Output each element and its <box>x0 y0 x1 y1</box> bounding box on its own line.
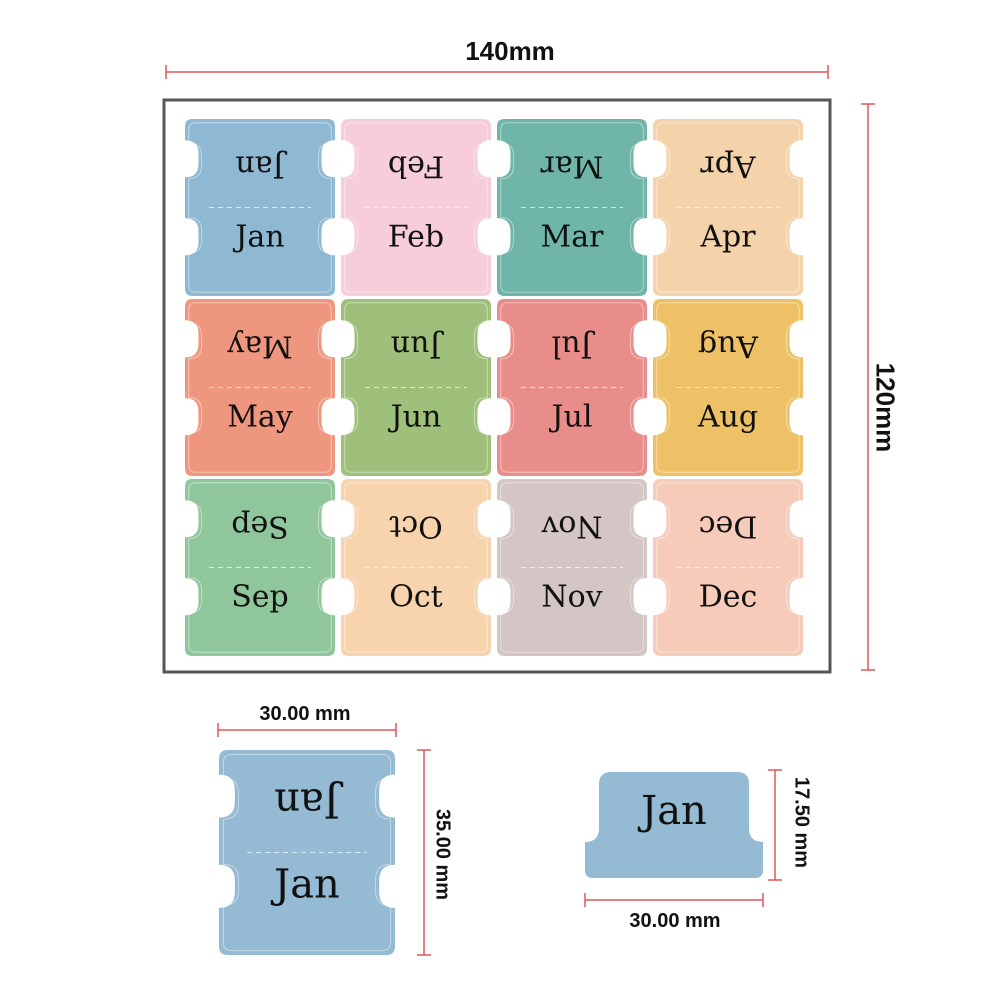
tab-label-flipped: Nov <box>541 508 602 543</box>
tab-label: Apr <box>699 219 756 254</box>
tab-shape <box>185 299 335 476</box>
tab-shape <box>185 119 335 296</box>
tab-inner-outline <box>188 482 332 653</box>
half-tab: Jan <box>585 772 763 878</box>
tab-label-flipped: Jun <box>391 328 445 363</box>
tab-inner-outline <box>344 482 488 653</box>
tab-shape <box>341 479 491 656</box>
tab-shape <box>497 299 647 476</box>
tab-label: Jul <box>549 399 593 434</box>
tab-inner-outline <box>500 122 644 293</box>
sheet-width-label: 140mm <box>465 36 555 66</box>
tab-label-flipped: Jan <box>274 780 344 826</box>
tab-inner-outline <box>656 302 800 473</box>
tab-label: Mar <box>541 219 605 254</box>
tab-label: May <box>227 399 293 434</box>
tab-label: Jan <box>232 219 284 254</box>
tab-label: Jan <box>270 862 340 908</box>
tab-inner-outline <box>344 302 488 473</box>
tab-inner-outline <box>500 482 644 653</box>
tab-shape <box>219 750 395 955</box>
tab-inner-outline <box>188 122 332 293</box>
tab-label: Dec <box>699 579 758 614</box>
tab-label: Feb <box>388 219 444 254</box>
dimension-lines <box>165 65 875 956</box>
tab-label-flipped: Oct <box>389 508 442 543</box>
tab-label-flipped: Apr <box>700 148 757 183</box>
tab-shape <box>341 299 491 476</box>
tab-label: Oct <box>389 579 442 614</box>
tab-inner-outline <box>188 302 332 473</box>
tab-width-label: 30.00 mm <box>259 703 351 725</box>
half-tab-shape <box>585 772 763 878</box>
half-tab-label: Jan <box>637 788 707 834</box>
tab-shape <box>497 119 647 296</box>
tab-shape <box>341 119 491 296</box>
tab-grid: JanJanFebFebMarMarAprAprMayMayJunJunJulJ… <box>185 119 803 656</box>
tab-label: Aug <box>697 399 758 434</box>
tab-label-flipped: Dec <box>699 508 758 543</box>
tab-inner-outline <box>222 753 392 952</box>
tab-inner-outline <box>344 122 488 293</box>
tab-inner-outline <box>656 482 800 653</box>
tab-inner-outline <box>500 302 644 473</box>
tab-label-flipped: Sep <box>231 508 289 543</box>
small-tab-width-label: 30.00 mm <box>629 910 721 932</box>
tab-label-flipped: Feb <box>388 148 444 183</box>
tab-label-flipped: May <box>227 328 293 363</box>
tab-inner-outline <box>656 122 800 293</box>
tab-shape <box>497 479 647 656</box>
tab-label-flipped: Jan <box>235 148 287 183</box>
tab-shape <box>653 119 803 296</box>
tab-shape <box>653 299 803 476</box>
tab-label: Sep <box>231 579 289 614</box>
tab-label: Jun <box>388 399 442 434</box>
tab-label-flipped: Mar <box>540 148 604 183</box>
tab-label-flipped: Aug <box>698 328 759 363</box>
tab-shape <box>653 479 803 656</box>
tab-label: Nov <box>541 579 602 614</box>
sample-tab-half: Jan <box>585 772 763 878</box>
tab-label-flipped: Jul <box>552 328 596 363</box>
tab-shape <box>185 479 335 656</box>
